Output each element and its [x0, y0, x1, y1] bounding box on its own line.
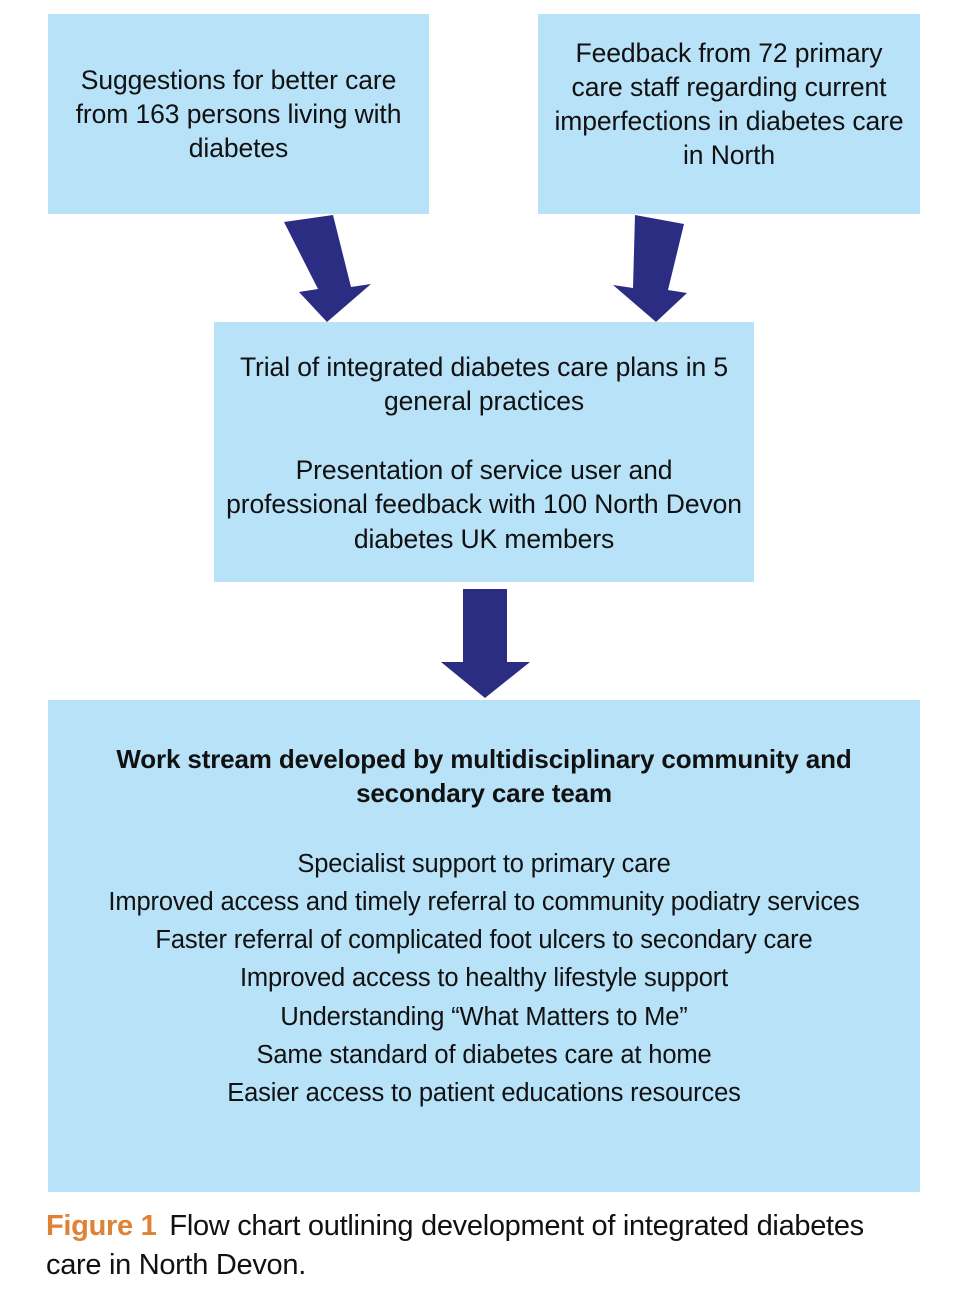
flow-node-trial: Trial of integrated diabetes care plans … — [214, 322, 754, 582]
flow-node-feedback-text: Feedback from 72 primary care staff rega… — [554, 37, 904, 171]
list-item: Faster referral of complicated foot ulce… — [155, 926, 813, 955]
list-item: Easier access to patient educations reso… — [227, 1079, 741, 1108]
flow-node-workstream-item-list: Specialist support to primary care Impro… — [48, 845, 920, 1113]
list-item: Improved access and timely referral to c… — [108, 887, 860, 916]
list-item: Specialist support to primary care — [297, 849, 671, 878]
flow-node-workstream: Work stream developed by multidisciplina… — [48, 700, 920, 1192]
list-item: Improved access to healthy lifestyle sup… — [239, 964, 729, 993]
flow-node-suggestions: Suggestions for better care from 163 per… — [48, 14, 429, 214]
arrow-feedback-to-trial-icon — [613, 215, 687, 322]
flow-node-trial-paragraph-2: Presentation of service user and profess… — [226, 454, 742, 554]
figure-caption-text: Flow chart outlining development of inte… — [46, 1210, 864, 1281]
flow-node-suggestions-text: Suggestions for better care from 163 per… — [75, 64, 402, 164]
arrow-trial-to-workstream-icon — [441, 589, 530, 698]
flow-node-trial-paragraph-1: Trial of integrated diabetes care plans … — [239, 352, 729, 417]
list-item: Understanding “What Matters to Me” — [280, 1002, 688, 1031]
flow-node-workstream-heading: Work stream developed by multidisciplina… — [116, 744, 852, 809]
list-item: Same standard of diabetes care at home — [256, 1040, 712, 1069]
arrow-suggestions-to-trial-icon — [284, 215, 371, 322]
figure-label: Figure 1 — [46, 1210, 157, 1242]
flow-node-feedback: Feedback from 72 primary care staff rega… — [538, 14, 920, 214]
